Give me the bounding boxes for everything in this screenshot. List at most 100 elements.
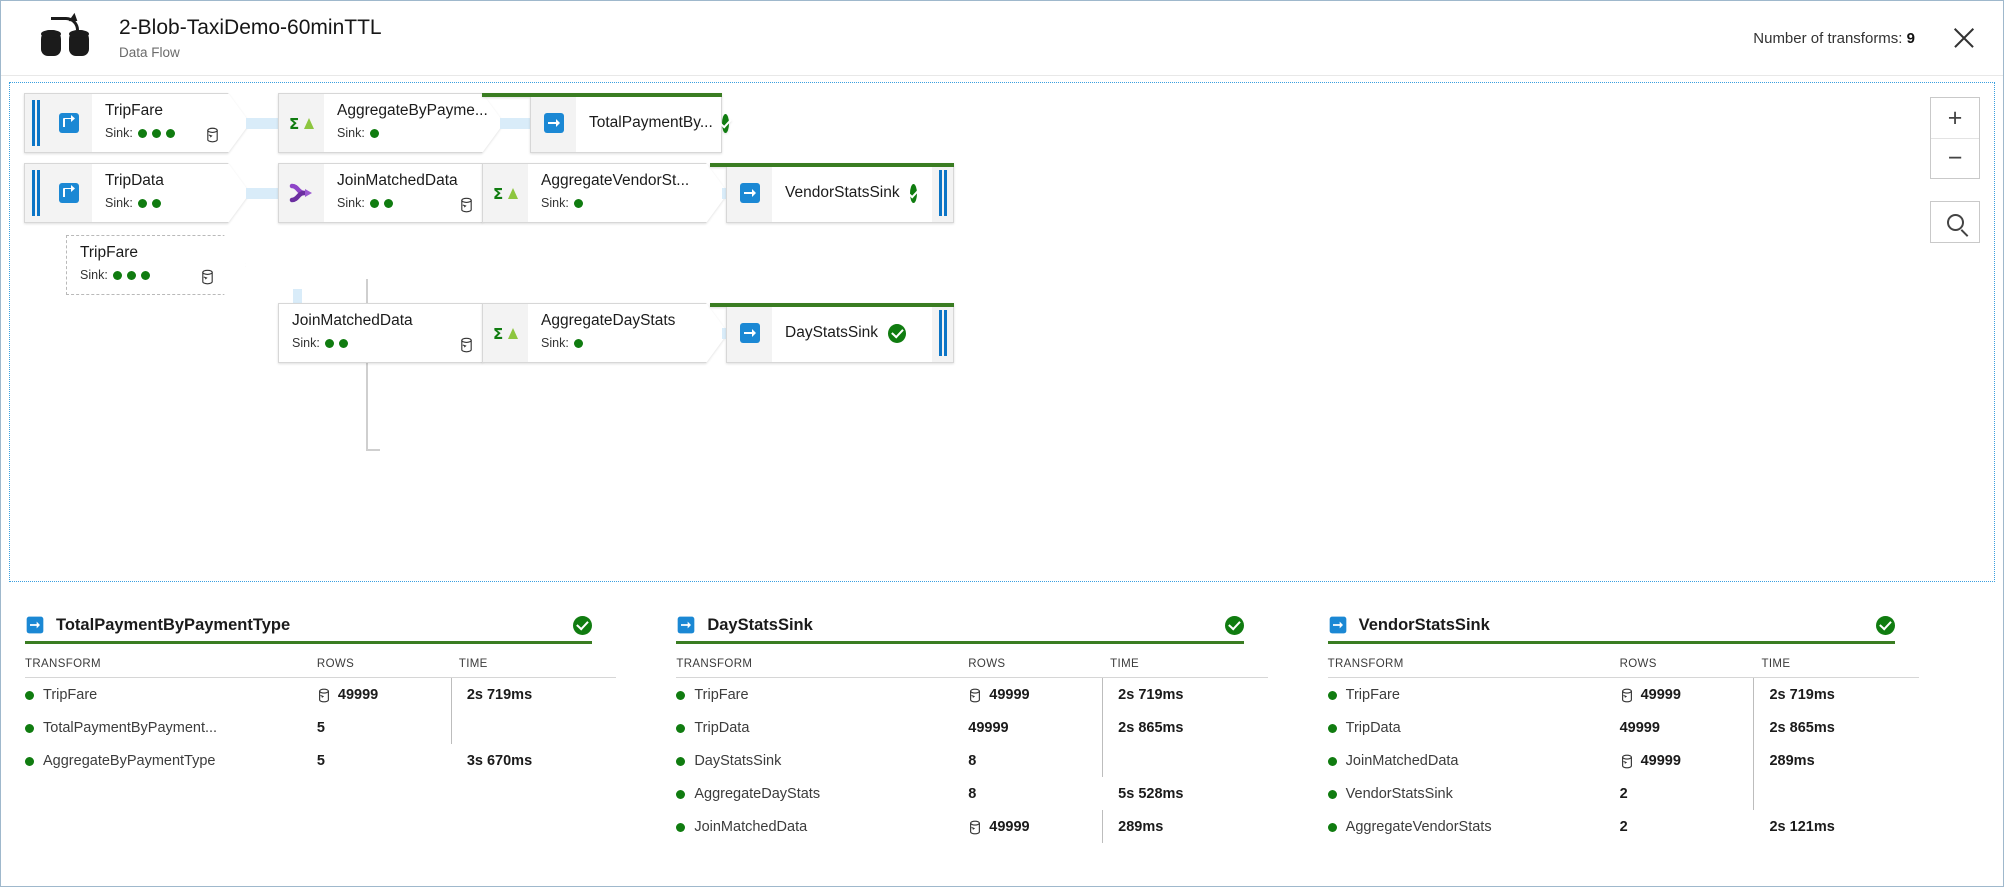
database-icon bbox=[1621, 754, 1632, 768]
row-count: 49999 bbox=[989, 819, 1030, 835]
table-row[interactable]: AggregateDayStats 8 5s 528ms bbox=[676, 777, 1267, 810]
node-sink-vendorstats[interactable]: VendorStatsSink bbox=[710, 163, 954, 223]
time-value: 2s 865ms bbox=[1769, 720, 1835, 736]
sink-rail bbox=[932, 163, 954, 223]
data-flow-canvas[interactable]: TripFare Sink: Σ AggregateByPayme... Sin… bbox=[9, 82, 1995, 582]
transform-name: AggregateDayStats bbox=[694, 786, 821, 802]
success-check-icon bbox=[1875, 615, 1895, 635]
table-row[interactable]: AggregateByPaymentType 5 3s 670ms bbox=[25, 744, 616, 777]
zoom-out-button[interactable]: − bbox=[1931, 138, 1979, 178]
row-count: 49999 bbox=[337, 687, 379, 703]
table-row[interactable]: TripData 49999 2s 865ms bbox=[676, 711, 1267, 744]
node-join-matched-data-2[interactable]: JoinMatchedData Sink: bbox=[278, 303, 504, 363]
time-value: 2s 865ms bbox=[1118, 720, 1184, 736]
time-value: 2s 719ms bbox=[1118, 687, 1184, 703]
table-row[interactable]: VendorStatsSink 2 bbox=[1327, 777, 1919, 810]
column-header-time: TIME bbox=[444, 650, 617, 678]
row-count: 8 bbox=[968, 786, 977, 802]
time-value: 2s 719ms bbox=[466, 687, 533, 703]
flow-arrow bbox=[246, 118, 280, 129]
table-row[interactable]: AggregateVendorStats 2 2s 121ms bbox=[1327, 810, 1919, 843]
page-subtitle: Data Flow bbox=[119, 44, 180, 60]
node-source-tripfare[interactable]: TripFare Sink: bbox=[24, 93, 250, 153]
node-sink-status: Sink: bbox=[105, 126, 216, 140]
node-aggregate-by-payment[interactable]: Σ AggregateByPayme... Sink: bbox=[278, 93, 504, 153]
sink-dot bbox=[574, 339, 583, 348]
sink-rail bbox=[932, 303, 954, 363]
column-header-rows: ROWS bbox=[1605, 650, 1748, 678]
connector-wire bbox=[366, 449, 380, 451]
sink-label: Sink: bbox=[541, 196, 569, 211]
sink-status-bar bbox=[482, 93, 722, 97]
node-sink-daystats[interactable]: DayStatsSink bbox=[710, 303, 954, 363]
transform-name: JoinMatchedData bbox=[694, 819, 808, 835]
transform-name: JoinMatchedData bbox=[1345, 753, 1459, 769]
source-icon bbox=[46, 163, 92, 223]
sink-icon bbox=[726, 303, 772, 363]
zoom-controls[interactable]: + − bbox=[1930, 97, 1980, 179]
table-row[interactable]: TotalPaymentByPayment... 5 bbox=[25, 711, 616, 744]
database-icon bbox=[459, 197, 474, 213]
transform-name: AggregateVendorStats bbox=[1345, 819, 1492, 835]
panel-rule bbox=[1327, 641, 1895, 644]
node-body: VendorStatsSink bbox=[772, 163, 932, 223]
sink-label: Sink: bbox=[292, 336, 320, 351]
table-row[interactable]: TripFare 49999 2s 719ms bbox=[1327, 677, 1919, 711]
zoom-to-fit-icon[interactable] bbox=[1930, 201, 1980, 243]
database-icon bbox=[1621, 688, 1632, 702]
node-sink-status: Sink: bbox=[105, 196, 216, 210]
success-check-icon bbox=[721, 113, 729, 133]
column-header-rows: ROWS bbox=[954, 650, 1097, 678]
node-title: JoinMatchedData bbox=[337, 172, 458, 189]
table-row[interactable]: JoinMatchedData 49999 289ms bbox=[1327, 744, 1919, 777]
panel-header: TotalPaymentByPaymentType bbox=[25, 615, 616, 635]
node-title: AggregateByPayme... bbox=[337, 102, 488, 119]
node-sink-totalpayment[interactable]: TotalPaymentBy... bbox=[482, 93, 729, 153]
node-aggregate-vendor-stats[interactable]: Σ AggregateVendorSt... Sink: bbox=[482, 163, 728, 223]
row-count: 2 bbox=[1619, 819, 1628, 835]
transform-name: TripFare bbox=[43, 687, 98, 703]
table-row[interactable]: TripFare 49999 2s 719ms bbox=[676, 677, 1267, 711]
node-reference-tripfare[interactable]: TripFare Sink: bbox=[66, 235, 246, 295]
transform-name: VendorStatsSink bbox=[1345, 786, 1453, 802]
row-count: 49999 bbox=[968, 720, 1009, 736]
sink-status-bar bbox=[710, 163, 954, 167]
sink-dot bbox=[152, 129, 161, 138]
transform-table: TRANSFORM ROWS TIME TripFare 49999 2s 71… bbox=[676, 650, 1268, 843]
transform-table: TRANSFORM ROWS TIME TripFare 49999 2s 71… bbox=[25, 650, 617, 777]
node-title: JoinMatchedData bbox=[292, 312, 413, 329]
success-check-icon bbox=[1224, 615, 1244, 635]
sink-dot bbox=[574, 199, 583, 208]
sink-dot bbox=[152, 199, 161, 208]
source-rail bbox=[24, 93, 46, 153]
node-sink-status: Sink: bbox=[337, 126, 470, 140]
sink-label: Sink: bbox=[541, 336, 569, 351]
zoom-in-button[interactable]: + bbox=[1947, 103, 1963, 132]
node-source-tripdata[interactable]: TripData Sink: bbox=[24, 163, 250, 223]
panel-title: TotalPaymentByPaymentType bbox=[56, 615, 291, 634]
panel-rule bbox=[25, 641, 593, 644]
node-sink-status: Sink: bbox=[541, 336, 694, 350]
node-aggregate-day-stats[interactable]: Σ AggregateDayStats Sink: bbox=[482, 303, 728, 363]
table-row[interactable]: TripData 49999 2s 865ms bbox=[1327, 711, 1919, 744]
status-dot bbox=[676, 789, 686, 799]
table-row[interactable]: JoinMatchedData 49999 289ms bbox=[676, 810, 1267, 843]
sink-dot bbox=[141, 271, 150, 280]
sink-dot bbox=[370, 199, 379, 208]
aggregate-icon: Σ bbox=[482, 303, 528, 363]
table-row[interactable]: TripFare 49999 2s 719ms bbox=[25, 677, 616, 711]
transform-name: TripData bbox=[694, 720, 750, 736]
status-dot bbox=[1327, 690, 1337, 700]
node-join-matched-data-1[interactable]: JoinMatchedData Sink: bbox=[278, 163, 504, 223]
sink-dot bbox=[384, 199, 393, 208]
source-icon bbox=[46, 93, 92, 153]
status-dot bbox=[676, 690, 686, 700]
table-row[interactable]: DayStatsSink 8 bbox=[676, 744, 1267, 777]
sink-detail-panels: TotalPaymentByPaymentType TRANSFORM ROWS… bbox=[1, 593, 2003, 886]
source-rail bbox=[24, 163, 46, 223]
close-icon[interactable] bbox=[1949, 23, 1979, 53]
header: 2-Blob-TaxiDemo-60minTTL Data Flow Numbe… bbox=[1, 1, 2003, 76]
column-header-time: TIME bbox=[1096, 650, 1268, 678]
time-value: 2s 121ms bbox=[1769, 819, 1835, 835]
node-title: VendorStatsSink bbox=[785, 184, 900, 202]
